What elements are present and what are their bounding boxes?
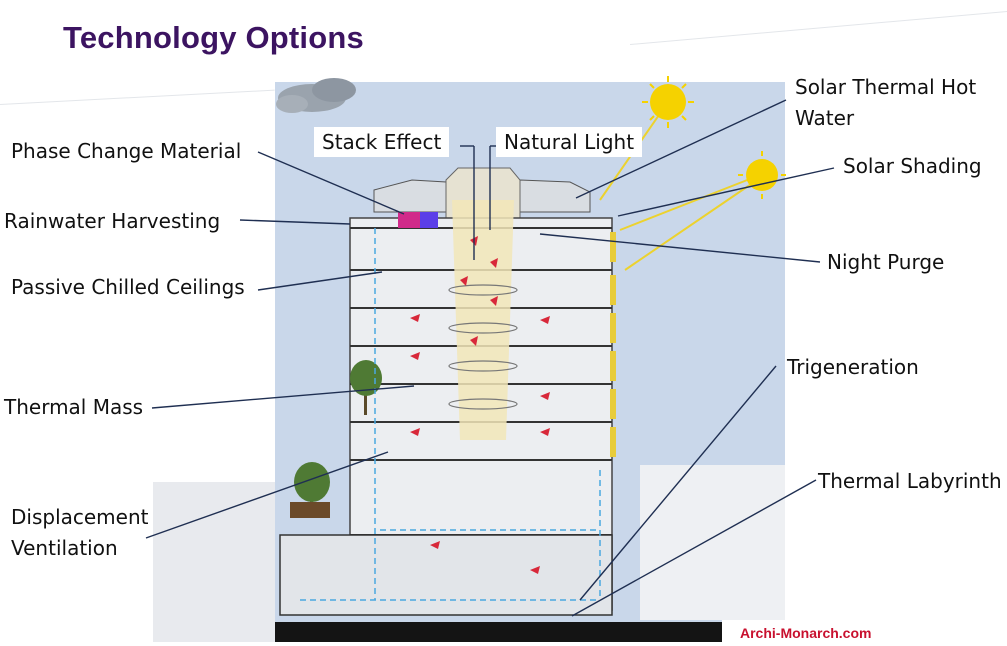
label-displacement-line2: Ventilation — [11, 536, 118, 560]
label-passive-chilled-ceilings: Passive Chilled Ceilings — [11, 275, 245, 299]
watermark: Archi-Monarch.com — [722, 620, 1000, 646]
label-solar-thermal-line1: Solar Thermal Hot — [795, 75, 977, 99]
leader-solar-thermal — [575, 99, 787, 199]
leader-phase-change — [257, 151, 405, 215]
leader-solar-shading — [617, 167, 835, 217]
leader-night-purge — [539, 233, 821, 263]
cooling-pipes — [300, 228, 601, 601]
leader-trigeneration — [579, 365, 777, 601]
label-rainwater-harvesting: Rainwater Harvesting — [4, 209, 221, 233]
label-thermal-labyrinth: Thermal Labyrinth — [818, 469, 1002, 493]
label-displacement-line1: Displacement — [11, 505, 149, 529]
neighbour-building-right — [640, 465, 785, 620]
atrium-balconies — [448, 284, 518, 410]
label-night-purge: Night Purge — [827, 250, 945, 274]
label-phase-change-material: Phase Change Material — [11, 139, 242, 163]
neighbour-building-left — [153, 482, 275, 642]
tree-icon — [350, 360, 382, 415]
label-displacement-ventilation: Displacement Ventilation — [11, 502, 149, 564]
airflow-arrows — [410, 236, 550, 574]
slide-title: Technology Options — [63, 20, 364, 55]
sun-icon — [738, 151, 786, 199]
leader-thermal-mass — [151, 385, 415, 409]
label-trigeneration: Trigeneration — [787, 355, 919, 379]
leader-thermal-labyrinth — [571, 479, 817, 617]
sun-icon — [642, 76, 694, 128]
label-stack-effect: Stack Effect — [314, 127, 450, 157]
leader-rainwater — [239, 219, 351, 225]
leader-chilled-ceilings — [257, 271, 383, 291]
label-natural-light: Natural Light — [496, 127, 643, 157]
leader-lines — [145, 99, 835, 617]
leader-displacement — [145, 451, 389, 539]
cloud-icon — [276, 78, 356, 113]
basement — [279, 534, 613, 616]
label-solar-shading: Solar Shading — [843, 154, 982, 178]
planter — [290, 502, 330, 518]
label-solar-thermal-hot-water: Solar Thermal Hot Water — [795, 72, 976, 134]
stack-effect-core — [452, 200, 514, 440]
label-thermal-mass: Thermal Mass — [4, 395, 144, 419]
label-solar-thermal-line2: Water — [795, 106, 855, 130]
solar-shading-fins — [610, 232, 616, 457]
